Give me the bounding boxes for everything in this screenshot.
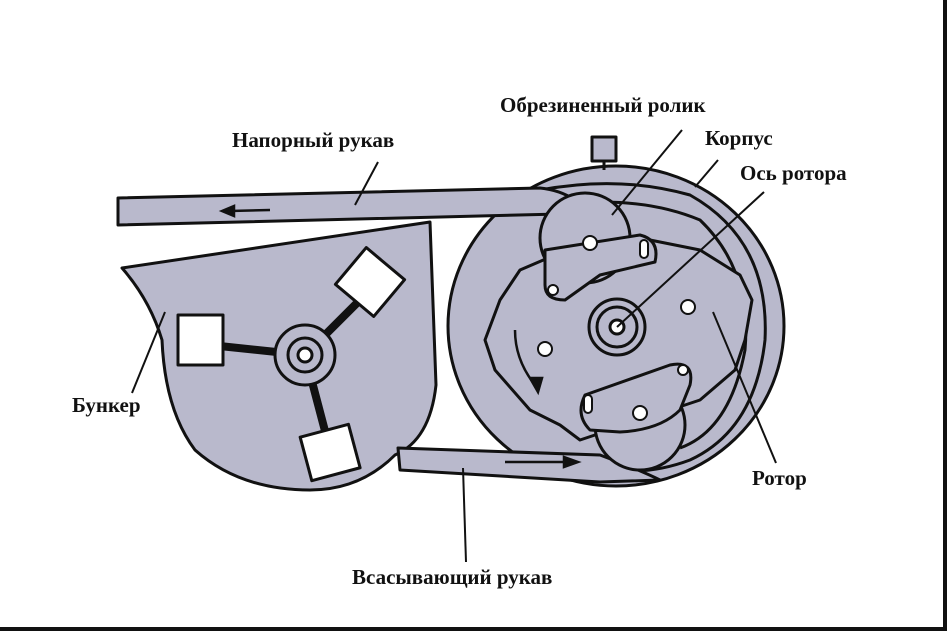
label-pressure-hose: Напорный рукав [232, 128, 395, 152]
leader-lines [131, 129, 777, 563]
hose-loop [539, 182, 767, 473]
impeller [176, 246, 407, 483]
label-rotor-axis: Ось ротора [740, 161, 847, 185]
label-rubber-roller: Обрезиненный ролик [500, 93, 706, 117]
label-hopper: Бункер [72, 393, 141, 417]
label-housing: Корпус [705, 126, 773, 150]
housing-nub [590, 135, 618, 163]
label-rotor: Ротор [752, 466, 807, 490]
label-suction-hose: Всасывающий рукав [352, 565, 553, 589]
